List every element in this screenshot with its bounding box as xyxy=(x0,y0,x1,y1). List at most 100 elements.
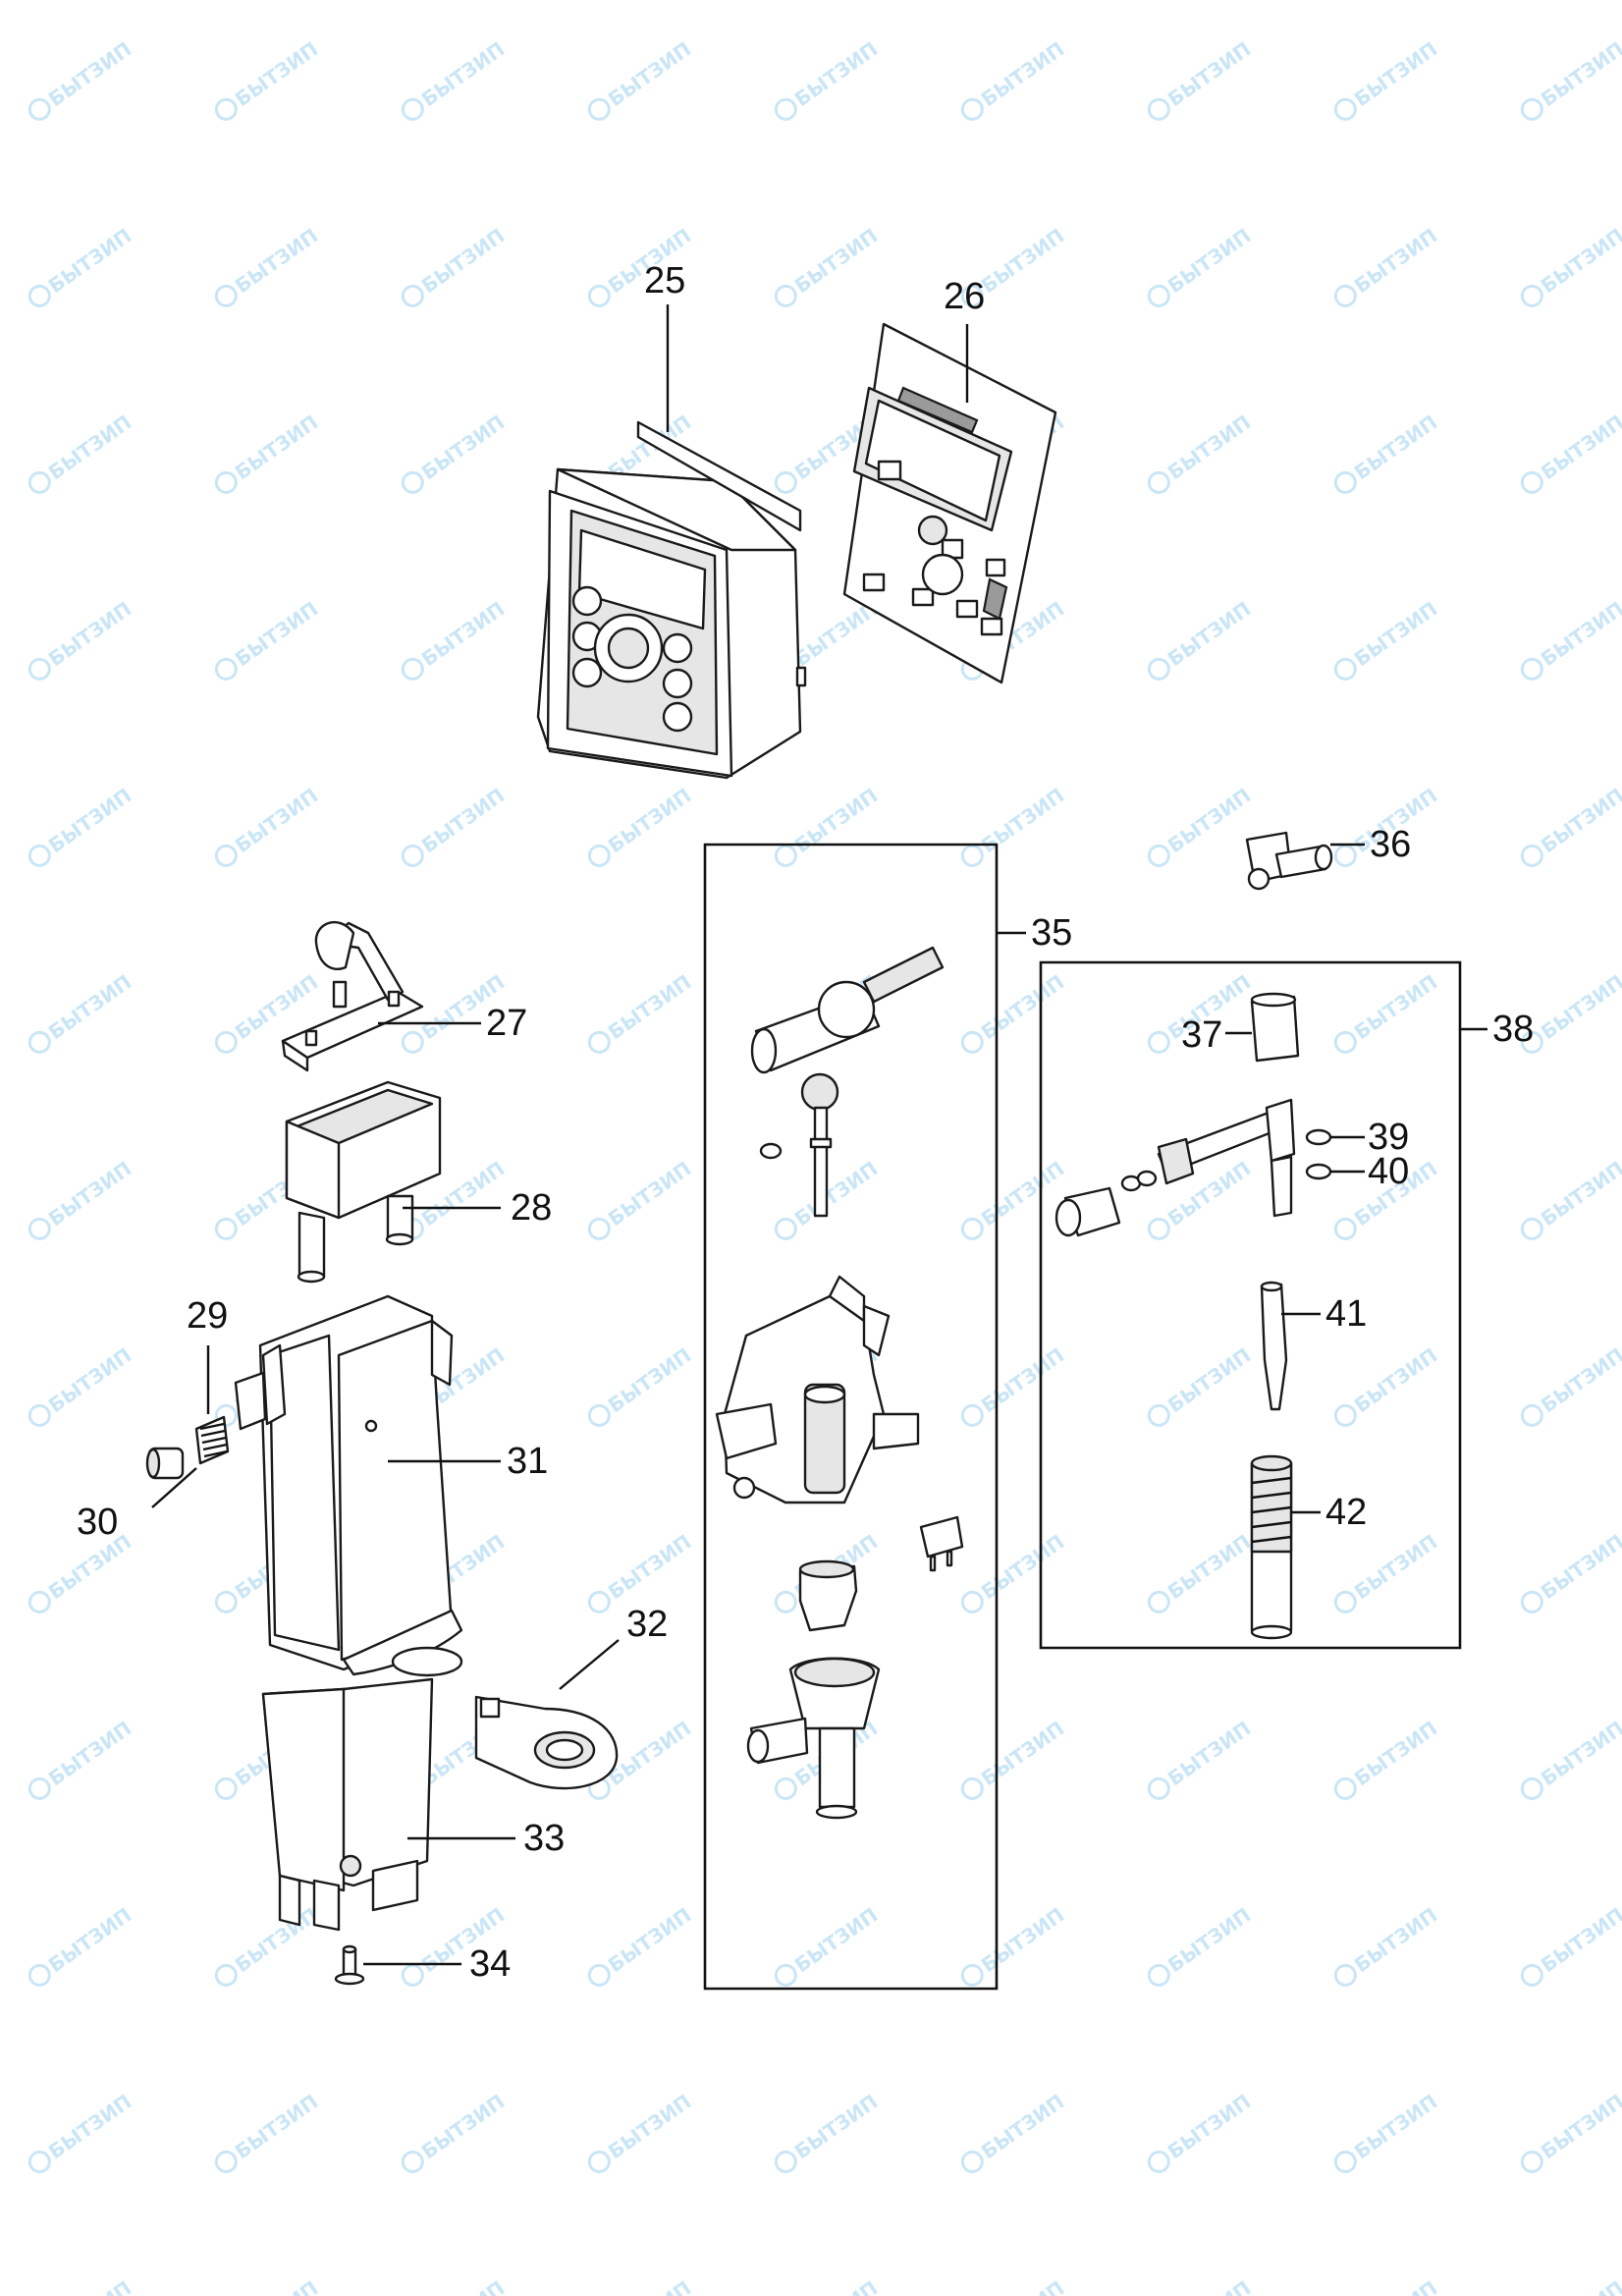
watermark-text: БЫТЗИП xyxy=(44,2276,135,2296)
watermark-logo: БЫТЗИП xyxy=(774,2090,882,2173)
watermark-text: БЫТЗИП xyxy=(604,1157,695,1230)
watermark-text: БЫТЗИП xyxy=(977,1530,1068,1604)
watermark-logo: БЫТЗИП xyxy=(1147,597,1255,681)
watermark-text: БЫТЗИП xyxy=(604,37,695,111)
watermark-logo: БЫТЗИП xyxy=(417,2276,509,2296)
watermark-logo: БЫТЗИП xyxy=(214,1903,322,1987)
watermark-logo: БЫТЗИП xyxy=(1147,2090,1255,2173)
watermark-logo: БЫТЗИП xyxy=(1147,1530,1255,1613)
watermark-logo: БЫТЗИП xyxy=(214,597,322,681)
watermark-text: БЫТЗИП xyxy=(604,2090,695,2163)
part-25-control-panel-housing xyxy=(536,420,807,780)
callout-27: 27 xyxy=(486,1003,527,1044)
watermark-logo: БЫТЗИП xyxy=(1520,410,1622,494)
watermark-logo: БЫТЗИП xyxy=(27,597,135,681)
watermark-text: БЫТЗИП xyxy=(417,2090,509,2163)
watermark-text: БЫТЗИП xyxy=(231,784,322,857)
watermark-logo: БЫТЗИП xyxy=(960,1530,1068,1613)
watermark-logo: БЫТЗИП xyxy=(1520,1717,1622,1800)
watermark-text: БЫТЗИП xyxy=(1163,37,1255,111)
watermark-logo: БЫТЗИП xyxy=(1520,1903,1622,1987)
watermark-text: БЫТЗИП xyxy=(604,2276,695,2296)
watermark-text: БЫТЗИП xyxy=(417,784,509,857)
watermark-text: БЫТЗИП xyxy=(231,410,322,484)
watermark-text: БЫТЗИП xyxy=(1163,2276,1255,2296)
watermark-logo: БЫТЗИП xyxy=(231,2276,322,2296)
watermark-logo: БЫТЗИП xyxy=(27,224,135,307)
callout-39: 39 xyxy=(1368,1117,1409,1158)
watermark-logo: БЫТЗИП xyxy=(1163,2276,1255,2296)
watermark-logo: БЫТЗИП xyxy=(960,1343,1068,1427)
watermark-text: БЫТЗИП xyxy=(44,224,135,298)
watermark-text: БЫТЗИП xyxy=(1537,1530,1622,1604)
watermark-text: БЫТЗИП xyxy=(1350,224,1441,298)
watermark-logo: БЫТЗИП xyxy=(1333,224,1441,307)
watermark-logo: БЫТЗИП xyxy=(960,784,1068,867)
watermark-text: БЫТЗИП xyxy=(1537,970,1622,1044)
watermark-text: БЫТЗИП xyxy=(231,2276,322,2296)
watermark-text: БЫТЗИП xyxy=(1537,224,1622,298)
watermark-text: БЫТЗИП xyxy=(1350,597,1441,671)
watermark-logo: БЫТЗИП xyxy=(774,784,882,867)
part-27-top-bracket xyxy=(281,921,424,1072)
watermark-text: БЫТЗИП xyxy=(1537,37,1622,111)
watermark-text: БЫТЗИП xyxy=(44,2090,135,2163)
watermark-logo: БЫТЗИП xyxy=(774,1903,882,1987)
watermark-logo: БЫТЗИП xyxy=(587,37,695,121)
watermark-logo: БЫТЗИП xyxy=(1520,1343,1622,1427)
part-28-upper-reservoir xyxy=(285,1080,442,1284)
watermark-text: БЫТЗИП xyxy=(977,1343,1068,1417)
watermark-logo: БЫТЗИП xyxy=(1147,1903,1255,1987)
frame-35 xyxy=(703,843,999,1991)
callout-29: 29 xyxy=(187,1295,228,1337)
part-33-lower-body xyxy=(261,1677,434,1932)
watermark-text: БЫТЗИП xyxy=(1537,597,1622,671)
callout-30: 30 xyxy=(77,1502,118,1543)
watermark-text: БЫТЗИП xyxy=(790,1903,882,1977)
watermark-logo: БЫТЗИП xyxy=(214,224,322,307)
watermark-logo: БЫТЗИП xyxy=(214,410,322,494)
watermark-text: БЫТЗИП xyxy=(1537,410,1622,484)
watermark-text: БЫТЗИП xyxy=(44,410,135,484)
watermark-text: БЫТЗИП xyxy=(1350,1530,1441,1604)
watermark-logo: БЫТЗИП xyxy=(401,2090,509,2173)
callout-42: 42 xyxy=(1325,1492,1367,1533)
part-34-pin xyxy=(334,1944,365,1986)
watermark-logo: БЫТЗИП xyxy=(604,2276,695,2296)
watermark-text: БЫТЗИП xyxy=(1163,1903,1255,1977)
watermark-logo: БЫТЗИП xyxy=(27,1157,135,1240)
watermark-logo: БЫТЗИП xyxy=(977,2276,1068,2296)
watermark-logo: БЫТЗИП xyxy=(1520,37,1622,121)
watermark-text: БЫТЗИП xyxy=(417,597,509,671)
watermark-text: БЫТЗИП xyxy=(1163,2090,1255,2163)
callout-26: 26 xyxy=(944,276,985,317)
watermark-text: БЫТЗИП xyxy=(231,224,322,298)
watermark-logo: БЫТЗИП xyxy=(1147,224,1255,307)
callout-35: 35 xyxy=(1031,912,1072,954)
watermark-text: БЫТЗИП xyxy=(977,784,1068,857)
watermark-logo: БЫТЗИП xyxy=(27,37,135,121)
watermark-text: БЫТЗИП xyxy=(604,784,695,857)
callout-labels: 25 26 27 28 29 30 31 32 33 34 35 36 37 3… xyxy=(77,260,1534,1985)
watermark-logo: БЫТЗИП xyxy=(587,1343,695,1427)
watermark-logo: БЫТЗИП xyxy=(587,1157,695,1240)
watermark-text: БЫТЗИП xyxy=(1350,1343,1441,1417)
watermark-logo: БЫТЗИП xyxy=(1147,1157,1255,1240)
watermark-logo: БЫТЗИП xyxy=(1147,784,1255,867)
watermark-logo: БЫТЗИП xyxy=(1333,1903,1441,1987)
watermark-logo: БЫТЗИП xyxy=(1537,2276,1622,2296)
callout-28: 28 xyxy=(511,1187,552,1229)
watermark-logo: БЫТЗИП xyxy=(1333,410,1441,494)
watermark-text: БЫТЗИП xyxy=(977,224,1068,298)
watermark-logo: БЫТЗИП xyxy=(1520,1157,1622,1240)
watermark-logo: БЫТЗИП xyxy=(27,2090,135,2173)
watermark-logo: БЫТЗИП xyxy=(1147,1717,1255,1800)
watermark-text: БЫТЗИП xyxy=(1537,1157,1622,1230)
watermark-logo: БЫТЗИП xyxy=(401,410,509,494)
watermark-logo: БЫТЗИП xyxy=(401,224,509,307)
watermark-text: БЫТЗИП xyxy=(1537,784,1622,857)
watermark-text: БЫТЗИП xyxy=(1350,970,1441,1044)
watermark-logo: БЫТЗИП xyxy=(401,37,509,121)
watermark-logo: БЫТЗИП xyxy=(1520,1530,1622,1613)
